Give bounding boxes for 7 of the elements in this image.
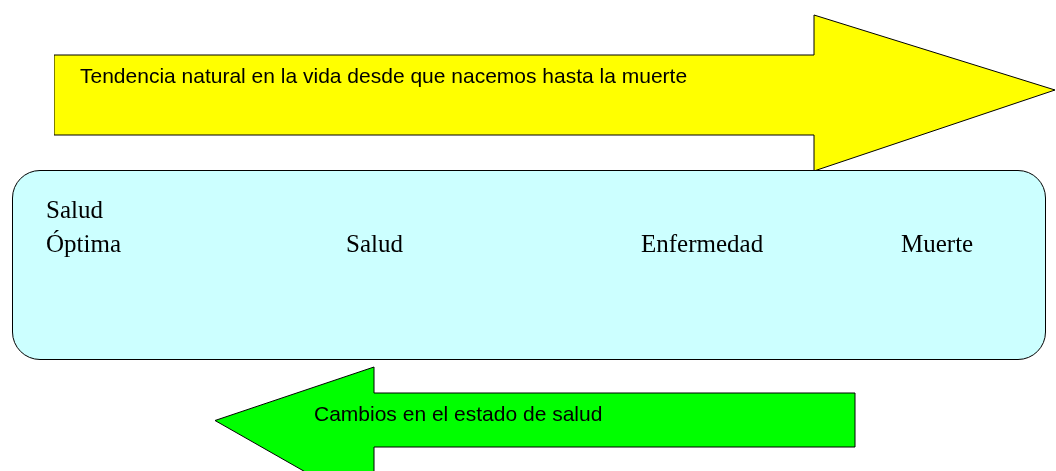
stage-label: Salud — [346, 229, 403, 259]
stage-label: Enfermedad — [641, 229, 764, 259]
arrow-label: Cambios en el estado de salud — [314, 402, 603, 426]
stage-label: Salud Óptima — [46, 195, 122, 259]
rounded-panel — [12, 170, 1046, 360]
arrow-label: Tendencia natural en la vida desde que nacemos hasta la muerte — [80, 64, 688, 88]
stage-label: Muerte — [901, 229, 974, 259]
